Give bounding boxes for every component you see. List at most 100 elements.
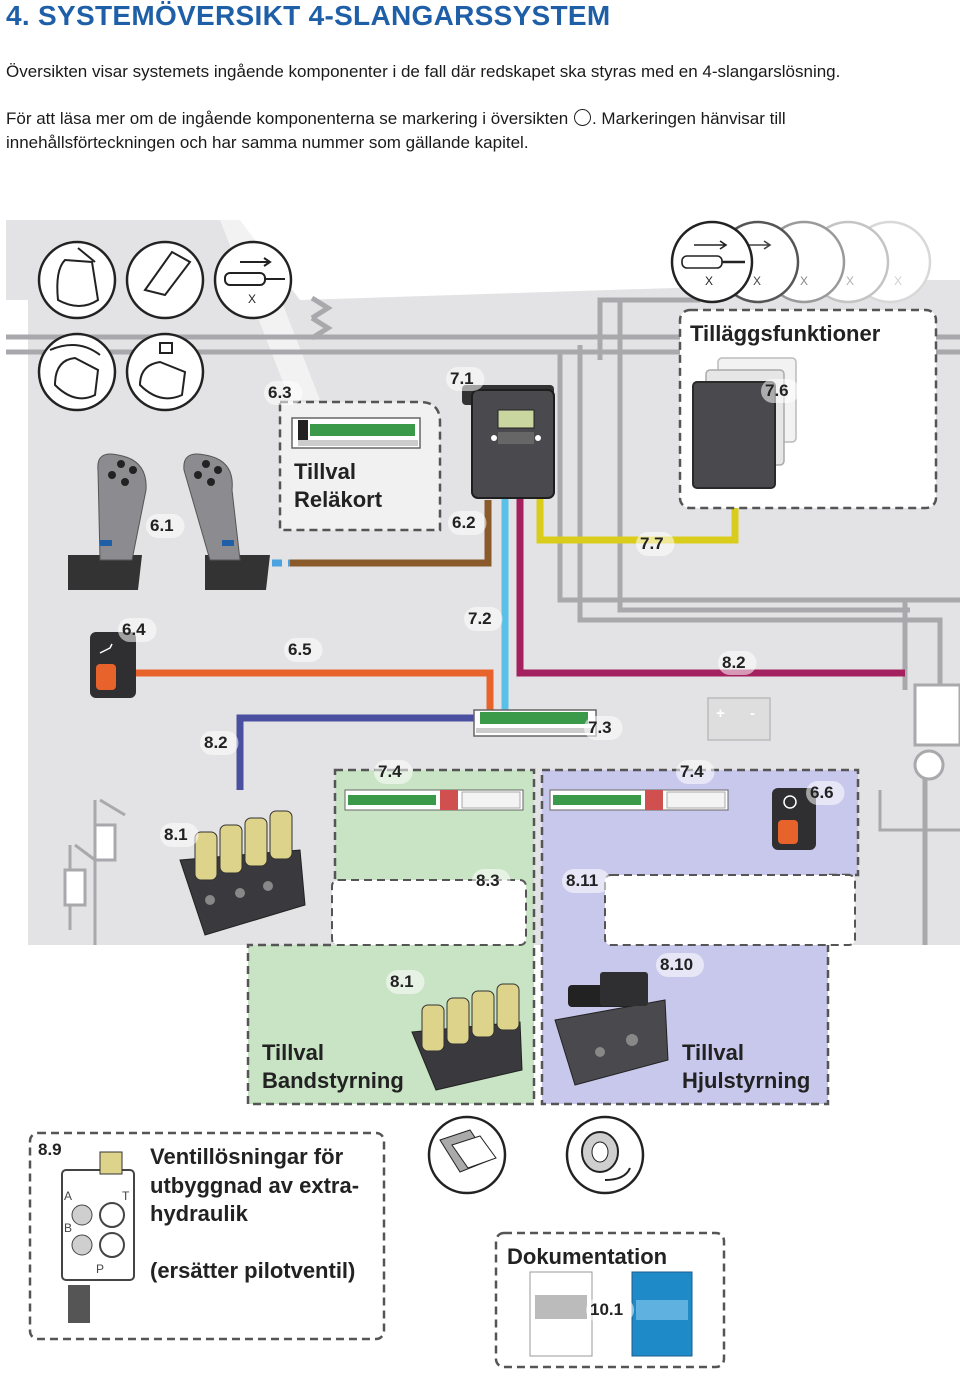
ref-marker-8-11: 8.11 [562, 869, 610, 893]
ref-label: 7.4 [680, 762, 704, 781]
ref-marker-7-2: 7.2 [464, 607, 503, 631]
extra-hydraulics-note: (ersätter pilotventil) [150, 1258, 355, 1283]
control-module-7-6 [692, 381, 776, 489]
ref-label: 6.6 [810, 783, 834, 802]
svg-text:X: X [753, 274, 761, 288]
ref-label: 8.2 [204, 733, 228, 752]
relakort-box: Tillval Reläkort [278, 400, 442, 532]
machine-left-lines [63, 798, 126, 945]
track-icon [427, 1115, 507, 1195]
grapple-icon [125, 240, 205, 320]
page-heading: 4. SYSTEMÖVERSIKT 4-SLANGARSSYSTEM [6, 0, 611, 32]
ref-label: 7.7 [640, 534, 664, 553]
reference-labels: 6.3 7.1 7.6 6.1 6.2 7.7 6.4 6.5 7.2 8.2 7.3 8.2 7.4 7… [34, 367, 845, 1322]
extra-cylinder-icons: X X X X X [670, 220, 932, 304]
ref-label: 7.6 [765, 381, 789, 400]
tillaggsfunktioner-box: Tilläggsfunktioner [678, 308, 938, 510]
ref-label: 7.1 [450, 369, 474, 388]
ref-label: 6.5 [288, 640, 312, 659]
ref-label: 8.1 [164, 825, 188, 844]
ref-label: 7.2 [468, 609, 492, 628]
ref-marker-8-2b: 8.2 [200, 731, 239, 755]
valve-8-10 [554, 972, 669, 1086]
svg-text:X: X [894, 274, 902, 288]
ref-label: 8.10 [660, 955, 693, 974]
chevron-arrows [310, 295, 333, 341]
valve-port-b: B [64, 1221, 72, 1235]
relakort-title-1: Tillval [294, 459, 356, 484]
control-unit-display [497, 409, 535, 429]
extra-hydraulics-title-2: utbyggnad av extra- [150, 1173, 359, 1198]
reference-text-after: . Markeringen hänvisar till [591, 109, 786, 128]
ref-marker-8-1b: 8.1 [386, 970, 425, 994]
cable-magenta [516, 480, 905, 677]
terminal-block-7-3 [473, 709, 597, 737]
ref-marker-7-4a: 7.4 [374, 760, 413, 784]
ref-label: 6.2 [452, 513, 476, 532]
bandstyrning-title-1: Tillval [262, 1040, 324, 1065]
ref-label: 10.1 [590, 1300, 623, 1319]
white-inner-panels [331, 874, 856, 946]
ref-label: 8.3 [476, 871, 500, 890]
bucket-rotate-icon [37, 332, 117, 412]
ref-label: 7.3 [588, 718, 612, 737]
ref-marker-6-6: 6.6 [806, 781, 845, 805]
ref-label: 8.9 [38, 1140, 62, 1159]
cylinder-x-label: X [248, 292, 256, 306]
intro-text: Översikten visar systemets ingående komp… [6, 62, 841, 81]
joystick-left [68, 453, 147, 590]
ref-marker-7-3: 7.3 [584, 716, 623, 740]
ref-label: 8.1 [390, 972, 414, 991]
extra-hydraulics-title-3: hydraulik [150, 1201, 249, 1226]
valve-port-t: T [122, 1189, 130, 1203]
ref-marker-8-2a: 8.2 [718, 651, 757, 675]
svg-text:X: X [705, 274, 713, 288]
ref-label: 6.1 [150, 516, 174, 535]
ref-marker-6-3: 6.3 [264, 381, 303, 405]
pump-unit [878, 683, 960, 832]
ref-marker-6-2: 6.2 [448, 511, 487, 535]
reference-text: För att läsa mer om de ingående komponen… [6, 107, 786, 131]
cable-brown [290, 500, 492, 567]
valve-block-8-1-left [179, 810, 306, 936]
svg-text:X: X [800, 274, 808, 288]
hjulstyrning-title-1: Tillval [682, 1040, 744, 1065]
ref-label: 6.3 [268, 383, 292, 402]
bandstyrning-title-2: Bandstyrning [262, 1068, 404, 1093]
ref-marker-8-1a: 8.1 [160, 823, 199, 847]
ref-marker-6-4: 6.4 [118, 618, 157, 642]
svg-text:X: X [846, 274, 854, 288]
relakort-title-2: Reläkort [294, 487, 383, 512]
heading-title: SYSTEMÖVERSIKT 4-SLANGARSSYSTEM [38, 0, 611, 31]
cable-purple [236, 714, 480, 790]
ref-label: 6.4 [122, 620, 146, 639]
ref-marker-7-6: 7.6 [761, 379, 800, 403]
ref-marker-8-3: 8.3 [472, 869, 511, 893]
ref-marker-7-4b: 7.4 [676, 760, 715, 784]
ref-marker-7-1: 7.1 [446, 367, 485, 391]
ref-marker-6-1: 6.1 [146, 514, 185, 538]
bucket-tilt-icon [37, 240, 117, 320]
battery-minus: - [750, 705, 755, 722]
rocker-switch-6-4 [90, 632, 136, 698]
rocker-switch-6-6 [772, 788, 816, 850]
ref-marker-10-1: 10.1 [586, 1298, 634, 1322]
valve-port-p: P [96, 1262, 104, 1276]
ref-marker-6-5: 6.5 [284, 638, 323, 662]
ref-marker-8-10: 8.10 [656, 953, 704, 977]
extra-hydraulics-title-1: Ventillösningar för [150, 1144, 344, 1169]
ref-label: 8.11 [566, 871, 598, 890]
cylinder-icon [213, 240, 293, 320]
bucket-lock-icon [125, 332, 205, 412]
heading-number: 4. [6, 0, 30, 31]
reference-text-before: För att läsa mer om de ingående komponen… [6, 109, 569, 128]
control-unit-7-1 [462, 385, 555, 499]
tillaggsfunktioner-title: Tilläggsfunktioner [690, 321, 881, 346]
ref-marker-8-9: 8.9 [34, 1138, 73, 1162]
reference-text-line2: innehållsförteckningen och har samma num… [6, 133, 529, 152]
battery-icon: + - [707, 697, 771, 741]
attachment-icons: X [37, 240, 293, 412]
valve-port-a: A [64, 1189, 72, 1203]
directional-valve-8-9: B A T P [61, 1151, 135, 1323]
